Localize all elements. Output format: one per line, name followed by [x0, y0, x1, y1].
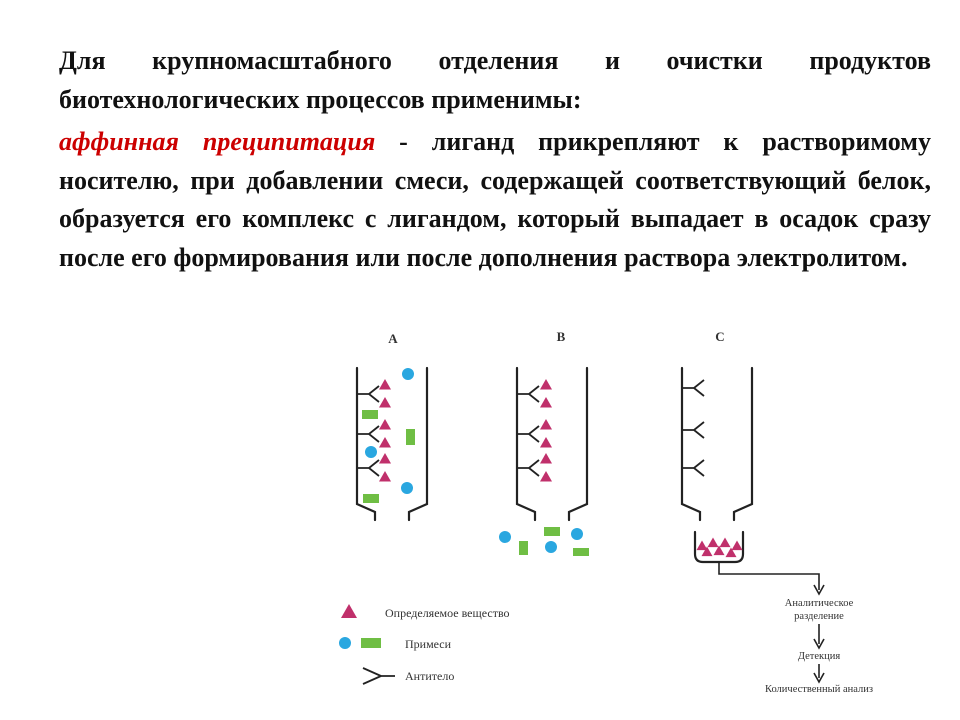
analyte-a-1-top	[379, 379, 391, 390]
legend-antibody-label: Антитело	[405, 669, 454, 683]
impurity-circle-a-2	[365, 446, 377, 458]
antibody-a-3	[357, 459, 380, 477]
analyte-a-2-bottom	[379, 437, 391, 448]
analyte-eluted-4	[707, 537, 719, 548]
antibody-a-1	[357, 385, 380, 403]
definition-term: аффинная преципитация	[59, 127, 376, 156]
impurity-circle-b-3	[545, 541, 557, 553]
impurity-circle-a-1	[402, 368, 414, 380]
analyte-eluted-7	[696, 540, 708, 551]
antibody-c-2	[682, 421, 705, 439]
impurity-rect-b-3	[573, 548, 589, 556]
definition-text: - лиганд прикрепляют к растворимому носи…	[59, 127, 931, 272]
analyte-b-3-bottom	[540, 471, 552, 482]
column-b	[515, 366, 589, 522]
antibody-b-3	[517, 459, 540, 477]
legend-impurity-rect-icon	[361, 638, 381, 648]
flow-arrow-2	[813, 638, 825, 650]
flow-arrow-3	[813, 672, 825, 684]
definition-paragraph: аффинная преципитация - лиганд прикрепля…	[59, 123, 931, 277]
impurity-rect-b-2	[519, 541, 528, 555]
slide-text: Для крупномасштабного отделения и очистк…	[59, 42, 931, 277]
legend-antibody-icon	[362, 667, 395, 685]
impurity-rect-a-3	[363, 494, 379, 503]
antibody-c-1	[682, 379, 705, 397]
analyte-eluted-3	[725, 547, 737, 558]
impurity-rect-a-1	[362, 410, 378, 419]
flow-step-detection: Детекция	[798, 651, 841, 662]
legend-impurity-circle-icon	[339, 637, 351, 649]
antibody-a-2	[357, 425, 380, 443]
analyte-b-1-top	[540, 379, 552, 390]
impurity-circle-b-2	[571, 528, 583, 540]
analyte-eluted-5	[719, 537, 731, 548]
impurity-rect-b-1	[544, 527, 560, 536]
column-c	[680, 366, 754, 522]
analyte-b-2-top	[540, 419, 552, 430]
column-a	[355, 366, 429, 522]
analyte-eluted-1	[701, 546, 713, 557]
analyte-a-1-bottom	[379, 397, 391, 408]
antibody-c-3	[682, 459, 705, 477]
flow-arrow-1	[813, 584, 825, 596]
legend-analyte-label: Определяемое вещество	[385, 606, 510, 620]
antibody-b-1	[517, 385, 540, 403]
flow-connector	[718, 562, 820, 590]
analyte-a-3-top	[379, 453, 391, 464]
panel-label-b: B	[557, 329, 566, 344]
legend-analyte-icon	[341, 604, 357, 618]
analyte-b-1-bottom	[540, 397, 552, 408]
slide-heading: Для крупномасштабного отделения и очистк…	[59, 46, 931, 114]
analyte-eluted-6	[731, 540, 743, 551]
analyte-eluted-2	[713, 545, 725, 556]
antibody-b-2	[517, 425, 540, 443]
panel-label-c: C	[715, 329, 724, 344]
flow-step-quantitative: Количественный анализ	[765, 684, 873, 695]
analyte-b-3-top	[540, 453, 552, 464]
panel-label-a: A	[388, 331, 398, 346]
legend: Определяемое вещество Примеси Антитело	[339, 604, 510, 685]
legend-impurity-label: Примеси	[405, 637, 452, 651]
analyte-a-2-top	[379, 419, 391, 430]
impurity-circle-b-1	[499, 531, 511, 543]
analyte-b-2-bottom	[540, 437, 552, 448]
analyte-a-3-bottom	[379, 471, 391, 482]
impurity-circle-a-3	[401, 482, 413, 494]
impurity-rect-a-2	[406, 429, 415, 445]
